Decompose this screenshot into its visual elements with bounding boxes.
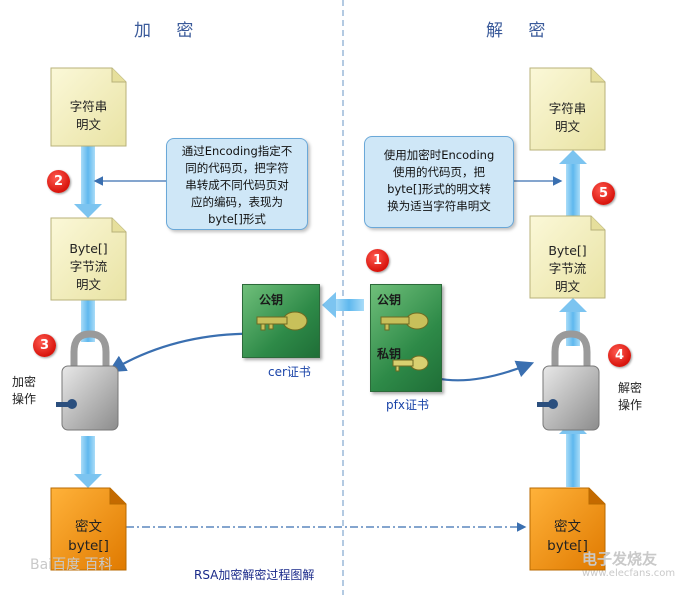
- right-callout: 使用加密时Encoding 使用的代码页，把 byte[]形式的明文转 换为适当…: [364, 136, 514, 228]
- left-cipher-doc: [50, 487, 127, 571]
- decrypt-title: 解 密: [486, 21, 556, 41]
- pfx-caption: pfx证书: [386, 398, 429, 412]
- pfx-certificate: 公钥 私钥: [370, 284, 442, 392]
- baidu-watermark: Bai百度 百科: [30, 557, 113, 573]
- pfx-key-icons: [380, 312, 429, 372]
- pfx-private-key-label: 私钥: [377, 347, 402, 361]
- cer-public-key-label: 公钥: [259, 293, 284, 307]
- pfx-public-key-label: 公钥: [377, 293, 402, 307]
- right-lock-icon: [537, 330, 600, 431]
- elecfans-watermark: 电子发烧友: [582, 550, 658, 568]
- pfx-to-cer-arrow: [322, 292, 364, 318]
- cer-caption: cer证书: [268, 365, 311, 379]
- decrypt-op-label: 解密 操作: [618, 381, 643, 412]
- left-plaintext-doc: [50, 67, 127, 147]
- right-byte-doc: [529, 215, 606, 299]
- right-plaintext-doc: [529, 67, 606, 151]
- left-lock-icon: [56, 330, 119, 431]
- encrypt-title: 加 密: [134, 21, 204, 41]
- step-badge-4: 4: [608, 344, 631, 367]
- left-arrow-1: [74, 146, 102, 218]
- left-arrow-3: [74, 436, 102, 488]
- step-badge-5: 5: [592, 182, 615, 205]
- left-callout: 通过Encoding指定不 同的代码页，把字符 串转成不同代码页对 应的编码，表…: [166, 138, 308, 230]
- diagram-caption: RSA加密解密过程图解: [194, 568, 315, 582]
- left-byte-doc: [50, 217, 127, 301]
- right-cipher-doc: [529, 487, 606, 571]
- step-badge-2: 2: [47, 170, 70, 193]
- cer-certificate: 公钥: [242, 284, 320, 358]
- cer-key-icon: [256, 311, 308, 331]
- right-arrow-3: [559, 150, 587, 216]
- step-badge-1: 1: [366, 249, 389, 272]
- elecfans-url: www.elecfans.com: [582, 568, 676, 579]
- step-badge-3: 3: [33, 334, 56, 357]
- encrypt-op-label: 加密 操作: [12, 375, 37, 406]
